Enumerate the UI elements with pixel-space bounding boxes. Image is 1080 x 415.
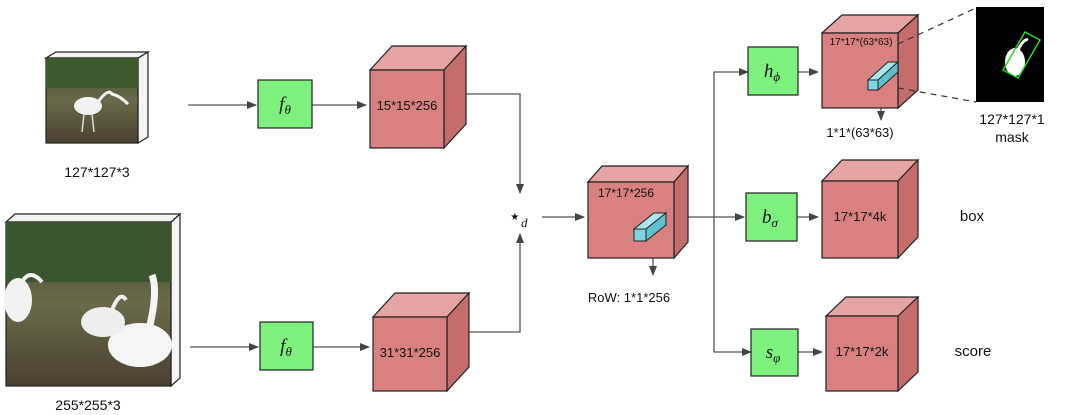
- mask-vector-label: 1*1*(63*63): [826, 125, 893, 140]
- mask-label: mask: [995, 129, 1029, 145]
- svg-text:bσ: bσ: [762, 207, 779, 230]
- f-bottom-subscript: θ: [285, 344, 292, 359]
- exemplar-size-label: 127*127*3: [64, 164, 130, 180]
- depthwise-correlation-operator: ⋆d: [508, 206, 528, 230]
- svg-text:hϕ: hϕ: [764, 61, 781, 84]
- b-symbol: b: [762, 207, 772, 228]
- mask-output-image: [976, 7, 1044, 102]
- search-feature-cube: [371, 291, 471, 393]
- f-theta-top-box: fθ: [257, 79, 313, 129]
- correlation-feature-label: 17*17*256: [598, 186, 654, 200]
- search-size-label: 255*255*3: [55, 397, 121, 413]
- box-feature-label: 17*17*4k: [834, 209, 887, 224]
- operator-subscript: d: [521, 215, 528, 230]
- h-phi-box: hϕ: [747, 46, 799, 96]
- operator-symbol: ⋆: [508, 206, 521, 228]
- s-subscript: φ: [773, 350, 780, 365]
- mask-feature-cube: [820, 13, 920, 110]
- svg-text:sφ: sφ: [766, 342, 781, 365]
- box-label: box: [960, 208, 985, 225]
- f-top-subscript: θ: [284, 102, 291, 117]
- h-symbol: h: [764, 61, 774, 82]
- score-label: score: [955, 343, 992, 360]
- arrows: [188, 68, 885, 356]
- svg-text:fθ: fθ: [280, 336, 292, 359]
- b-subscript: σ: [772, 215, 779, 230]
- s-symbol: s: [766, 342, 773, 363]
- s-varphi-box: sφ: [750, 328, 799, 377]
- f-theta-bottom-box: fθ: [259, 321, 314, 371]
- correlation-feature-cube: [586, 164, 690, 260]
- f-top-symbol: f: [279, 94, 287, 115]
- exemplar-feature-label: 15*15*256: [377, 98, 438, 113]
- mask-feature-label: 17*17*(63*63): [830, 37, 893, 48]
- search-feature-label: 31*31*256: [380, 345, 441, 360]
- mask-size-label: 127*127*1: [979, 111, 1045, 127]
- mask-zoom-lines: [897, 7, 977, 103]
- svg-text:fθ: fθ: [279, 94, 291, 117]
- exemplar-image: [43, 50, 151, 145]
- exemplar-feature-cube: [368, 44, 468, 150]
- f-bottom-symbol: f: [280, 336, 288, 357]
- row-label: RoW: 1*1*256: [588, 290, 670, 305]
- score-feature-cube: [824, 295, 920, 393]
- search-image: [4, 212, 182, 388]
- mask-row-bar: [866, 60, 900, 92]
- box-feature-cube: [820, 158, 920, 260]
- b-sigma-box: bσ: [745, 192, 798, 242]
- score-feature-label: 17*17*2k: [836, 344, 889, 359]
- row-bar: [632, 211, 668, 243]
- h-subscript: ϕ: [773, 69, 780, 84]
